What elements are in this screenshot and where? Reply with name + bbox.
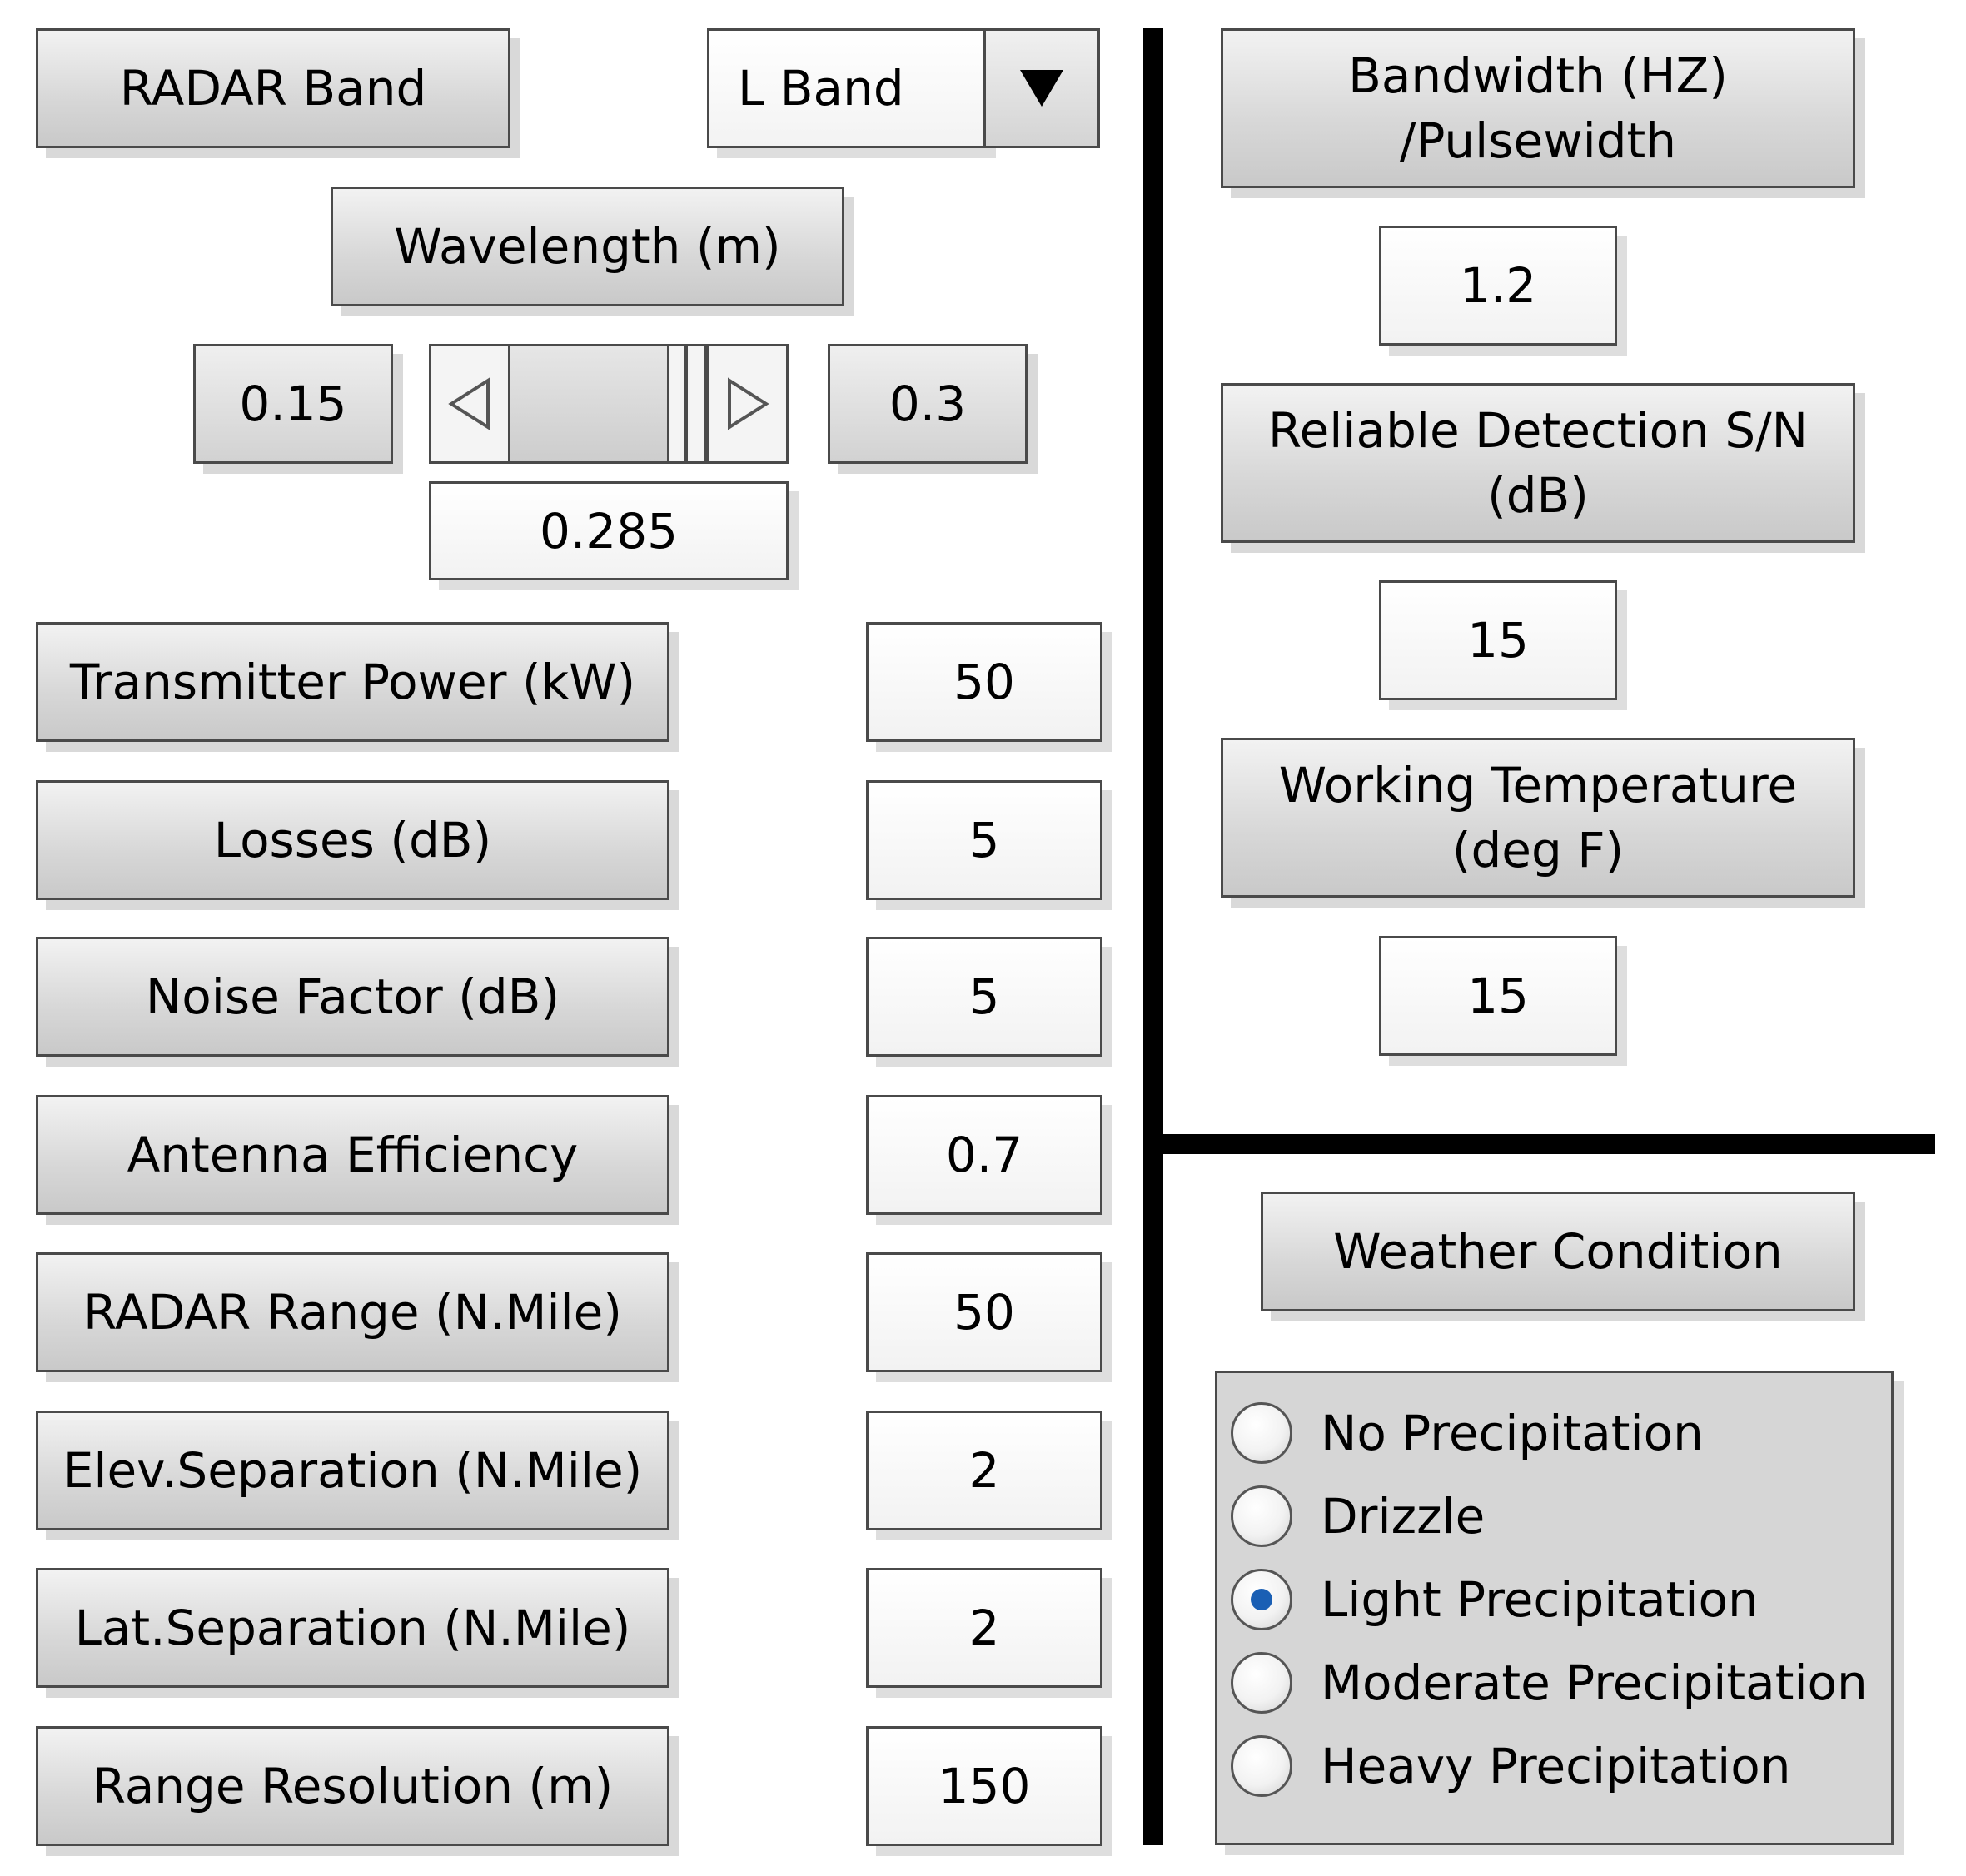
param-label: Noise Factor (dB) <box>36 937 669 1057</box>
weather-option[interactable]: Moderate Precipitation <box>1217 1641 1891 1724</box>
radar-band-selected-text: L Band <box>738 60 904 117</box>
slider-grip-line <box>684 344 688 464</box>
param-label-text: RADAR Range (N.Mile) <box>83 1283 622 1341</box>
slider-decrement-button[interactable] <box>429 344 510 464</box>
param-label: Range Resolution (m) <box>36 1726 669 1846</box>
param-value-text: 5 <box>968 968 1000 1025</box>
slider-thumb[interactable] <box>508 344 669 464</box>
param-value-text: 2 <box>968 1600 1000 1656</box>
radio-button[interactable] <box>1231 1652 1292 1714</box>
bandwidth-label-line1: Bandwidth (HZ) <box>1348 47 1728 104</box>
param-label: Losses (dB) <box>36 780 669 900</box>
detection-sn-label-line1: Reliable Detection S/N <box>1267 401 1809 459</box>
wavelength-max-value: 0.3 <box>828 344 1028 464</box>
working-temperature-label: Working Temperature (deg F) <box>1221 738 1855 898</box>
weather-option[interactable]: No Precipitation <box>1217 1391 1891 1475</box>
bandwidth-value-text: 1.2 <box>1459 257 1537 314</box>
vertical-divider <box>1143 28 1163 1845</box>
weather-option[interactable]: Light Precipitation <box>1217 1558 1891 1641</box>
weather-option-label: No Precipitation <box>1321 1405 1704 1461</box>
wavelength-value-field[interactable]: 0.285 <box>429 481 789 580</box>
radio-button[interactable] <box>1231 1485 1292 1547</box>
dropdown-toggle-button[interactable] <box>983 28 1100 148</box>
detection-sn-label-line2: (dB) <box>1487 467 1589 524</box>
wavelength-label: Wavelength (m) <box>331 187 844 306</box>
radar-band-selected-value[interactable]: L Band <box>707 28 986 148</box>
param-label-text: Transmitter Power (kW) <box>69 653 636 710</box>
param-value-field[interactable]: 0.7 <box>866 1095 1102 1215</box>
detection-sn-value-field[interactable]: 15 <box>1379 580 1617 700</box>
triangle-left-icon <box>448 377 490 430</box>
wavelength-min-value: 0.15 <box>193 344 393 464</box>
slider-increment-button[interactable] <box>707 344 789 464</box>
param-value-text: 50 <box>953 1284 1015 1341</box>
weather-condition-label: Weather Condition <box>1261 1192 1855 1311</box>
detection-sn-label: Reliable Detection S/N (dB) <box>1221 383 1855 543</box>
radio-button[interactable] <box>1231 1735 1292 1797</box>
param-label: Lat.Separation (N.Mile) <box>36 1568 669 1688</box>
param-value-field[interactable]: 2 <box>866 1568 1102 1688</box>
bandwidth-value-field[interactable]: 1.2 <box>1379 226 1617 346</box>
param-label-text: Antenna Efficiency <box>127 1126 579 1183</box>
param-label-text: Lat.Separation (N.Mile) <box>74 1599 631 1656</box>
weather-option[interactable]: Drizzle <box>1217 1475 1891 1558</box>
weather-option-label: Heavy Precipitation <box>1321 1738 1791 1794</box>
param-label-text: Range Resolution (m) <box>92 1757 614 1814</box>
wavelength-max-text: 0.3 <box>888 376 967 432</box>
working-temperature-value-field[interactable]: 15 <box>1379 936 1617 1056</box>
slider-grip-line <box>704 344 708 464</box>
param-label: Antenna Efficiency <box>36 1095 669 1215</box>
radar-band-label: RADAR Band <box>36 28 510 148</box>
horizontal-divider <box>1163 1134 1935 1154</box>
radio-button[interactable] <box>1231 1402 1292 1464</box>
triangle-right-icon <box>728 377 769 430</box>
param-value-field[interactable]: 150 <box>866 1726 1102 1846</box>
weather-option[interactable]: Heavy Precipitation <box>1217 1724 1891 1808</box>
param-value-text: 5 <box>968 812 1000 868</box>
working-temperature-value-text: 15 <box>1467 968 1529 1024</box>
wavelength-label-text: Wavelength (m) <box>394 217 781 275</box>
param-value-field[interactable]: 5 <box>866 937 1102 1057</box>
param-label: Elev.Separation (N.Mile) <box>36 1411 669 1530</box>
triangle-down-icon <box>1020 70 1063 107</box>
wavelength-slider[interactable] <box>429 344 789 464</box>
param-value-field[interactable]: 50 <box>866 622 1102 742</box>
param-value-field[interactable]: 2 <box>866 1411 1102 1530</box>
param-label: RADAR Range (N.Mile) <box>36 1252 669 1372</box>
bandwidth-label: Bandwidth (HZ) /Pulsewidth <box>1221 28 1855 188</box>
radio-selected-dot <box>1251 1589 1272 1610</box>
radio-button[interactable] <box>1231 1569 1292 1630</box>
detection-sn-value-text: 15 <box>1467 612 1529 669</box>
weather-option-label: Light Precipitation <box>1321 1571 1759 1628</box>
working-temperature-label-line2: (deg F) <box>1451 822 1625 878</box>
param-label-text: Elev.Separation (N.Mile) <box>62 1441 643 1499</box>
weather-condition-label-text: Weather Condition <box>1333 1222 1783 1280</box>
radar-band-label-text: RADAR Band <box>119 59 427 117</box>
wavelength-value-text: 0.285 <box>539 502 679 560</box>
param-label-text: Losses (dB) <box>213 811 492 868</box>
working-temperature-label-line1: Working Temperature <box>1278 756 1798 814</box>
bandwidth-label-line2: /Pulsewidth <box>1399 112 1677 169</box>
param-value-text: 150 <box>938 1758 1031 1814</box>
param-label: Transmitter Power (kW) <box>36 622 669 742</box>
param-value-text: 0.7 <box>945 1127 1023 1183</box>
wavelength-min-text: 0.15 <box>239 376 347 432</box>
weather-option-label: Drizzle <box>1321 1488 1486 1545</box>
weather-option-label: Moderate Precipitation <box>1321 1655 1868 1711</box>
param-value-field[interactable]: 50 <box>866 1252 1102 1372</box>
param-label-text: Noise Factor (dB) <box>145 968 560 1025</box>
param-value-field[interactable]: 5 <box>866 780 1102 900</box>
param-value-text: 50 <box>953 654 1015 710</box>
param-value-text: 2 <box>968 1442 1000 1499</box>
radar-band-dropdown[interactable]: L Band <box>707 28 1100 148</box>
